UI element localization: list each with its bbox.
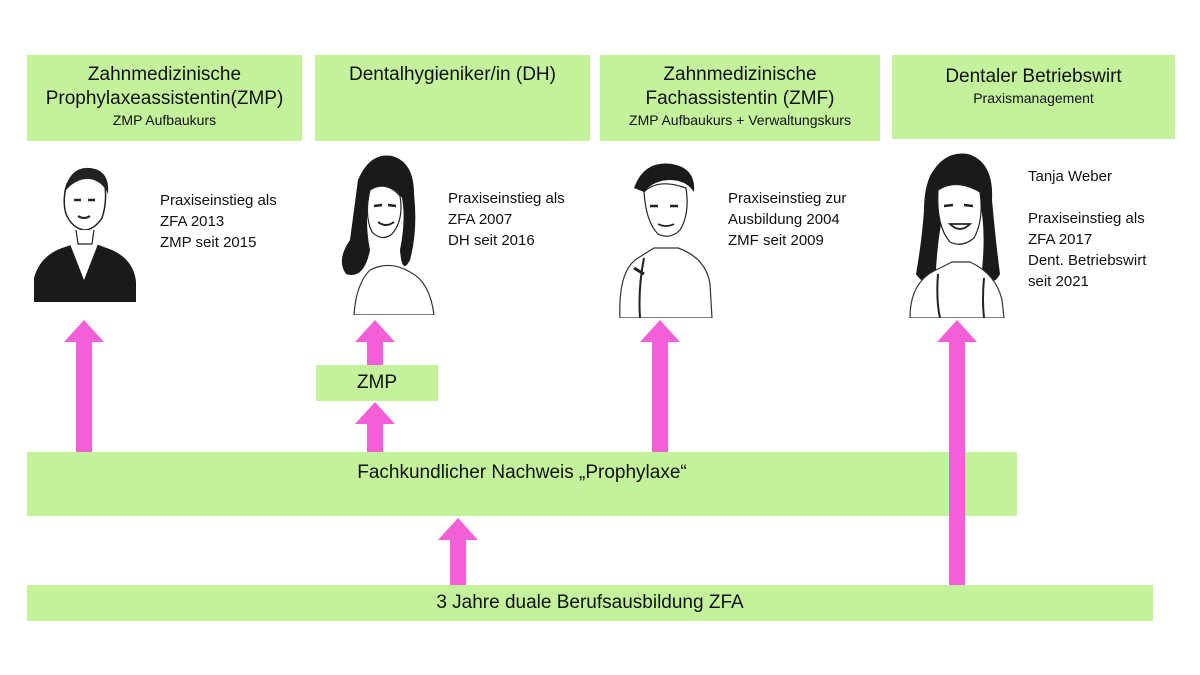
- career-title-line1: Zahnmedizinische: [663, 64, 817, 85]
- arrow-up-to-betriebswirt: [937, 320, 977, 585]
- career-title-line2: Prophylaxeassistentin(ZMP): [45, 88, 284, 109]
- career-title-line1: Dentaler Betriebswirt: [945, 66, 1122, 87]
- arrow-up-to-intermediate-zmp: [355, 402, 395, 452]
- ausbildung-label: 3 Jahre duale Berufsausbildung ZFA: [436, 592, 744, 613]
- portrait-photo-betriebswirt: [900, 150, 1012, 318]
- bio-line: Praxiseinstieg als: [160, 192, 277, 209]
- bio-line: Praxiseinstieg als: [448, 190, 565, 207]
- bio-dh: Praxiseinstieg als ZFA 2007 DH seit 2016: [448, 188, 565, 251]
- bio-line: ZFA 2017: [1028, 231, 1093, 248]
- arrow-up-to-dh: [355, 320, 395, 365]
- bio-line: ZFA 2007: [448, 211, 513, 228]
- intermediate-zmp-box: ZMP: [316, 365, 438, 401]
- career-box-betriebswirt: Dentaler Betriebswirt Praxismanagement: [892, 55, 1175, 139]
- bio-line: seit 2021: [1028, 273, 1089, 290]
- career-subtitle: ZMP Aufbaukurs + Verwaltungskurs: [629, 112, 851, 128]
- intermediate-label: ZMP: [356, 372, 398, 393]
- bio-line: Ausbildung 2004: [728, 211, 840, 228]
- career-box-zmp: Zahnmedizinische Prophylaxeassistentin(Z…: [27, 55, 302, 141]
- nachweis-label: Fachkundlicher Nachweis „Prophylaxe“: [357, 462, 687, 483]
- bio-line: Dent. Betriebswirt: [1028, 252, 1147, 269]
- bio-zmf: Praxiseinstieg zur Ausbildung 2004 ZMF s…: [728, 188, 846, 251]
- bio-line: ZMP seit 2015: [160, 234, 257, 251]
- bio-line: Praxiseinstieg als: [1028, 210, 1145, 227]
- bio-line: ZMF seit 2009: [728, 232, 824, 249]
- nachweis-box: Fachkundlicher Nachweis „Prophylaxe“: [27, 452, 1017, 516]
- career-subtitle: Praxismanagement: [973, 90, 1094, 106]
- career-box-zmf: Zahnmedizinische Fachassistentin (ZMF) Z…: [600, 55, 880, 141]
- career-subtitle: ZMP Aufbaukurs: [112, 112, 217, 128]
- bio-line: DH seit 2016: [448, 232, 535, 249]
- bio-line: Praxiseinstieg zur: [728, 190, 847, 207]
- portrait-photo-zmp: [34, 160, 136, 302]
- portrait-photo-dh: [330, 150, 436, 315]
- bio-zmp: Praxiseinstieg als ZFA 2013 ZMP seit 201…: [160, 190, 277, 253]
- portrait-photo-zmf: [614, 158, 714, 318]
- career-title-line1: Dentalhygieniker/in (DH): [349, 64, 556, 85]
- bio-line: ZFA 2013: [160, 213, 225, 230]
- arrow-up-to-zmp: [64, 320, 104, 452]
- career-title-line2: Fachassistentin (ZMF): [645, 88, 835, 109]
- arrow-up-to-zmf: [640, 320, 680, 452]
- bio-betriebswirt: Tanja Weber Praxiseinstieg als ZFA 2017 …: [1028, 166, 1146, 292]
- arrow-up-to-nachweis: [438, 518, 478, 585]
- ausbildung-box: 3 Jahre duale Berufsausbildung ZFA: [27, 585, 1153, 621]
- career-box-dh: Dentalhygieniker/in (DH): [315, 55, 590, 141]
- bio-name: Tanja Weber: [1028, 168, 1112, 185]
- career-title-line1: Zahnmedizinische: [87, 64, 242, 85]
